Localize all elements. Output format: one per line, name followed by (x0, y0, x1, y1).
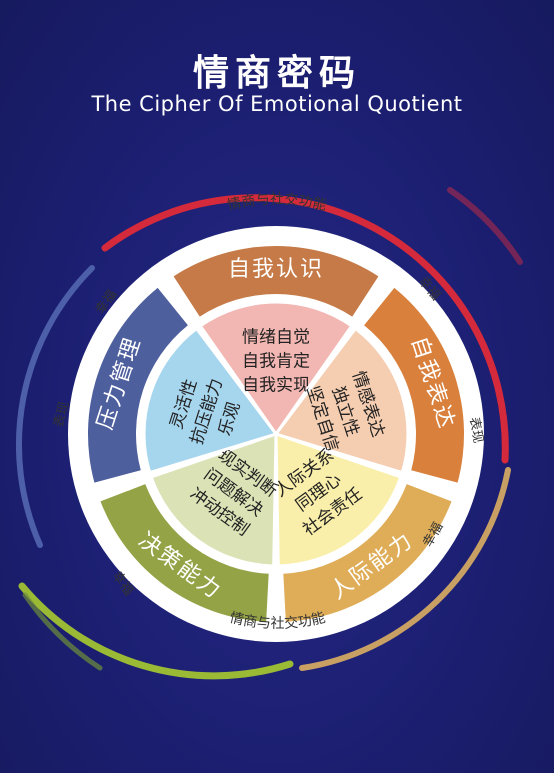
segment-outer-stress-management (88, 287, 188, 483)
arc-red-top (101, 194, 509, 464)
arc-green-bottom (18, 582, 294, 680)
segment-inner-stress-management (142, 326, 279, 475)
page-subtitle: The Cipher Of Emotional Quotient (91, 92, 463, 116)
segment-inner-decision-making (149, 431, 278, 568)
label-expression-right: 表现 (466, 416, 485, 444)
segment-outer-interpersonal (283, 484, 452, 622)
segment-outer-self-expression (364, 287, 464, 483)
page-title: 情商密码 (192, 53, 361, 94)
arc-blue-left (15, 265, 95, 548)
segment-outer-self-awareness (173, 246, 379, 317)
segment-inner-self-expression (273, 326, 410, 475)
segment-item: 情绪自觉 (242, 327, 310, 347)
ring-label-top: 情商与社交功能 (226, 191, 328, 214)
segment-title-self-awareness: 自我认识 (228, 257, 324, 282)
segment-item: 自我肯定 (242, 351, 310, 371)
outer-decorative-arcs (15, 187, 523, 680)
segment-item: 自我实现 (242, 375, 310, 395)
arc-tan-right (299, 467, 511, 671)
segment-outer-decision-making (100, 484, 269, 622)
arc-green-outer (22, 592, 103, 671)
arc-red-fade (447, 187, 523, 265)
segment-inner-self-awareness (198, 300, 354, 437)
ring-label-bottom: 情商与社交功能 (228, 610, 327, 632)
segment-inner-interpersonal (274, 431, 403, 568)
label-expression-left: 表现 (51, 400, 72, 429)
